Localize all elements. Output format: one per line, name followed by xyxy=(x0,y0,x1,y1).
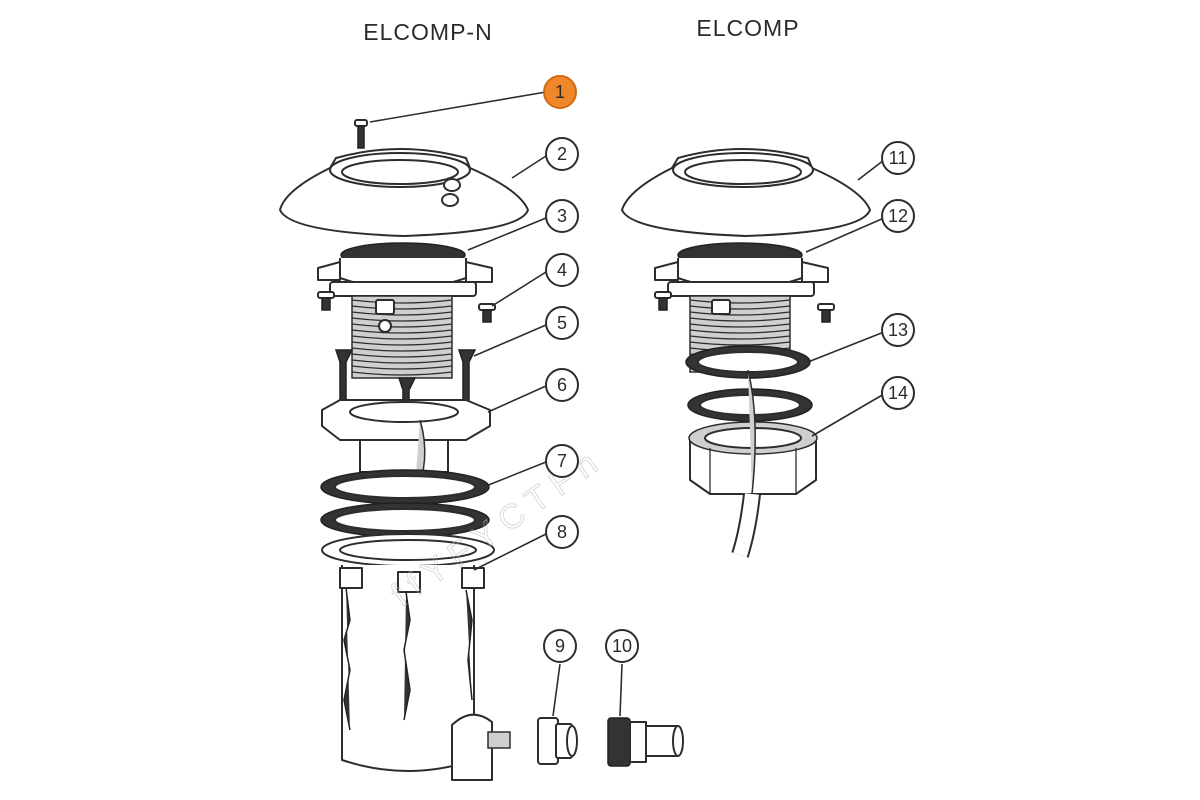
part-14-lock-nut xyxy=(688,369,818,558)
callout-5[interactable]: 5 xyxy=(545,306,579,340)
callout-12[interactable]: 12 xyxy=(881,199,915,233)
callout-7[interactable]: 7 xyxy=(545,444,579,478)
callout-10-label: 10 xyxy=(612,636,632,656)
callout-6-label: 6 xyxy=(557,375,567,395)
thread-line xyxy=(351,299,453,304)
thread-line xyxy=(351,305,453,310)
callout-3[interactable]: 3 xyxy=(545,199,579,233)
part-3-lamp-body xyxy=(317,242,493,297)
thread-line xyxy=(351,311,453,316)
part-7-gaskets xyxy=(320,469,490,538)
callout-9-label: 9 xyxy=(555,636,565,656)
part-1-screw xyxy=(354,119,368,149)
thread-line xyxy=(351,365,453,370)
title-elcomp-n: ELCOMP-N xyxy=(363,19,492,45)
callouts: 1 2 3 4 5 6 7 8 xyxy=(543,75,915,663)
part-4-bolts xyxy=(317,291,496,323)
callout-11-label: 11 xyxy=(889,148,908,168)
callout-13[interactable]: 13 xyxy=(881,313,915,347)
callout-9[interactable]: 9 xyxy=(543,629,577,663)
thread-line xyxy=(351,353,453,358)
part-8-niche-housing xyxy=(321,533,511,781)
callout-14[interactable]: 14 xyxy=(881,376,915,410)
callout-13-label: 13 xyxy=(888,320,908,340)
thread-line xyxy=(689,317,791,322)
assembly-elcomp xyxy=(621,148,871,558)
part-2-cover-ring xyxy=(279,148,529,237)
part-10-hose-fitting xyxy=(607,717,684,767)
callout-1[interactable]: 1 xyxy=(543,75,577,109)
thread-line xyxy=(689,329,791,334)
thread-line xyxy=(689,305,791,310)
thread-line xyxy=(689,335,791,340)
callout-2[interactable]: 2 xyxy=(545,137,579,171)
thread-line xyxy=(351,335,453,340)
thread-line xyxy=(351,341,453,346)
callout-14-label: 14 xyxy=(888,383,908,403)
thread-line xyxy=(689,299,791,304)
part-9-cable-gland xyxy=(537,717,578,765)
leader-lines xyxy=(369,91,885,717)
callout-6[interactable]: 6 xyxy=(545,368,579,402)
thread-line xyxy=(351,323,453,328)
callout-2-label: 2 xyxy=(557,144,567,164)
thread-line xyxy=(351,317,453,322)
callout-4-label: 4 xyxy=(557,260,567,280)
thread-line xyxy=(689,323,791,328)
callout-11[interactable]: 11 xyxy=(881,141,915,175)
thread-line xyxy=(351,359,453,364)
thread-line xyxy=(689,341,791,346)
callout-3-label: 3 xyxy=(557,206,567,226)
callout-5-label: 5 xyxy=(557,313,567,333)
callout-10[interactable]: 10 xyxy=(605,629,639,663)
callout-7-label: 7 xyxy=(557,451,567,471)
callout-8[interactable]: 8 xyxy=(545,515,579,549)
title-elcomp: ELCOMP xyxy=(696,15,799,41)
thread-line xyxy=(351,371,453,376)
assembly-elcomp-n xyxy=(279,119,529,781)
callout-12-label: 12 xyxy=(888,206,908,226)
callout-8-label: 8 xyxy=(557,522,567,542)
part-11-cover-ring xyxy=(621,148,871,237)
callout-1-label: 1 xyxy=(555,82,565,102)
thread-line xyxy=(351,347,453,352)
callout-4[interactable]: 4 xyxy=(545,253,579,287)
thread-line xyxy=(351,329,453,334)
thread-line xyxy=(689,311,791,316)
threaded-sleeve xyxy=(351,295,453,379)
part-6-mounting-flange xyxy=(321,399,491,501)
